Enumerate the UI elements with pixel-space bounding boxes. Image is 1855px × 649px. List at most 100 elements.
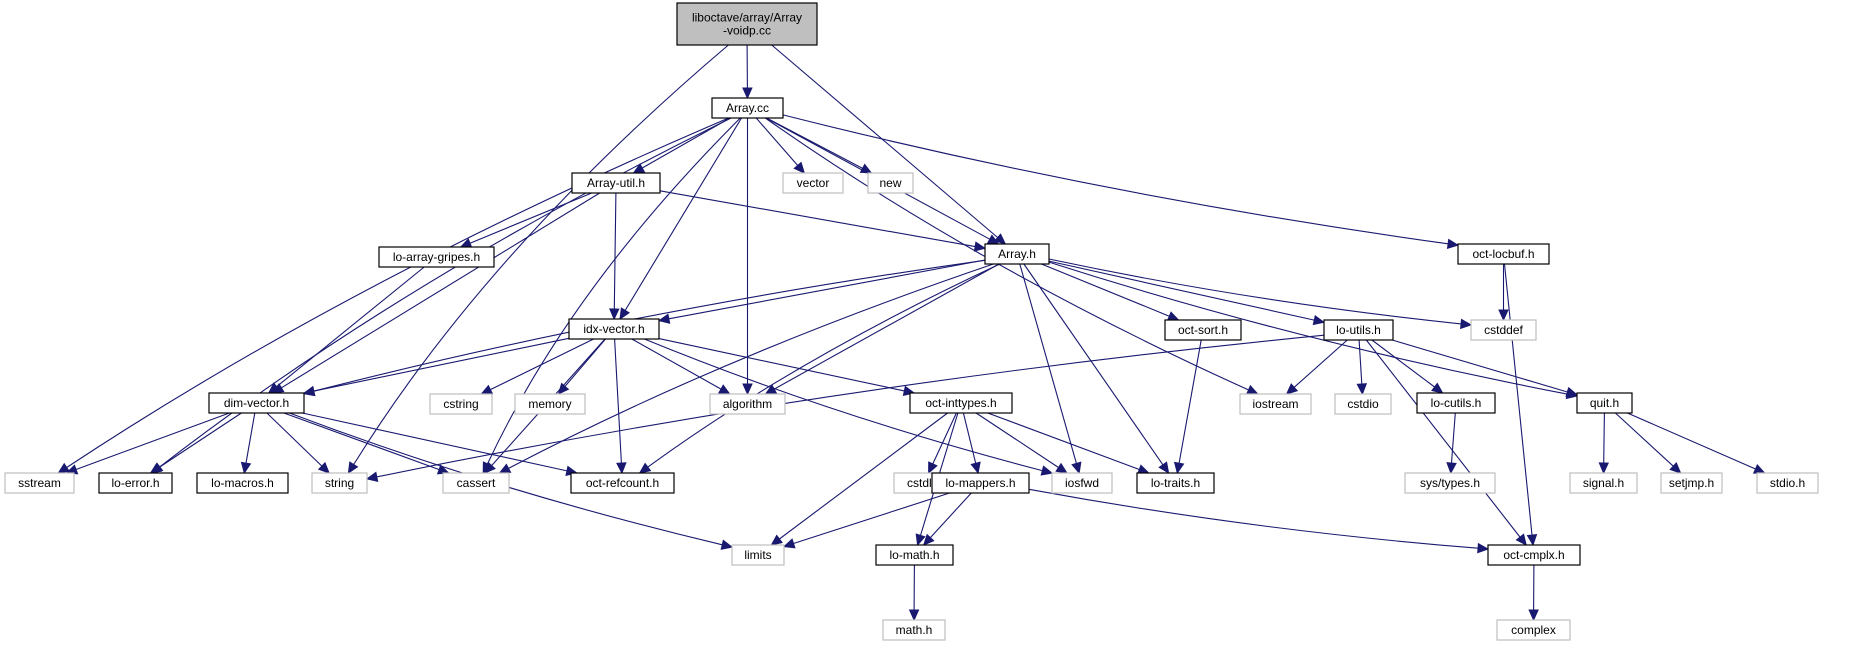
- node-label: math.h: [896, 623, 933, 637]
- arrowhead-oct_refcount_h: [616, 462, 627, 475]
- node-label: sys/types.h: [1420, 476, 1480, 490]
- edge-array_h-to-dim_vector_h: [313, 259, 986, 392]
- arrowhead-oct_cmplx_h: [1477, 542, 1490, 554]
- node-label: vector: [797, 176, 830, 190]
- node-cstdio: cstdio: [1334, 393, 1392, 415]
- node-box: [875, 544, 954, 566]
- arrowhead-array_cc: [742, 87, 753, 100]
- node-box: [1051, 472, 1113, 494]
- edge-array_cc-to-sstream: [66, 117, 729, 468]
- arrowhead-array_h: [993, 233, 1007, 245]
- node-oct-cmplx-h[interactable]: oct-cmplx.h: [1487, 544, 1581, 566]
- node-label: limits: [744, 548, 771, 562]
- edge-idx_vector_h-to-oct_refcount_h: [614, 338, 622, 464]
- node-lo-mappers-h[interactable]: lo-mappers.h: [931, 472, 1030, 494]
- arrowhead-dim_vector_h: [302, 385, 316, 397]
- edge-idx_vector_h-to-iosfwd: [644, 338, 1043, 472]
- edge-array_h-to-algorithm: [773, 263, 1000, 390]
- node-dim-vector-h[interactable]: dim-vector.h: [208, 392, 305, 414]
- node-cassert: cassert: [442, 472, 510, 494]
- edge-array_cc-to-idx_vector_h: [624, 117, 742, 311]
- edge-idx_vector_h-to-memory: [564, 338, 606, 387]
- node-oct-locbuf-h[interactable]: oct-locbuf.h: [1457, 243, 1550, 265]
- edge-lo_mappers_h-to-lo_math_h: [929, 492, 972, 538]
- arrowhead-iosfwd: [1071, 461, 1082, 475]
- node-new: new: [867, 172, 914, 194]
- node-lo-array-gripes-h[interactable]: lo-array-gripes.h: [378, 246, 495, 268]
- node-box: [442, 472, 510, 494]
- arrowhead-string: [317, 461, 330, 474]
- node-label: iostream: [1252, 397, 1298, 411]
- edge-lo_array_gripes_h-to-dim_vector_h: [276, 266, 425, 388]
- arrowhead-limits: [720, 539, 734, 550]
- edge-lo_utils_h-to-cstdio: [1358, 339, 1363, 385]
- node-box: [909, 392, 1013, 414]
- edge-array_h-to-lo_utils_h: [1048, 260, 1315, 321]
- edge-idx_vector_h-to-dim_vector_h: [313, 337, 570, 392]
- node-lo-utils-h[interactable]: lo-utils.h: [1323, 319, 1394, 341]
- node-box: [1660, 472, 1723, 494]
- node-lo-cutils-h[interactable]: lo-cutils.h: [1416, 392, 1496, 414]
- node-quit-h[interactable]: quit.h: [1576, 392, 1633, 414]
- edge-array_h-to-oct_sort_h: [1041, 263, 1170, 317]
- node-vector: vector: [782, 172, 844, 194]
- node-label: lo-array-gripes.h: [393, 250, 480, 264]
- node-box: [1164, 319, 1242, 341]
- edge-array_cc-to-lo_error_h: [159, 117, 732, 468]
- node-box: [1136, 472, 1215, 494]
- edge-array_h-to-cstddef: [1048, 258, 1462, 325]
- node-label: complex: [1511, 623, 1556, 637]
- node-array-h[interactable]: Array.h: [984, 243, 1050, 265]
- arrowhead-setjmp_h: [1669, 461, 1682, 474]
- edge-lo_utils_h-to-oct_cmplx_h: [1365, 339, 1521, 538]
- node-label: cassert: [457, 476, 496, 490]
- node-memory: memory: [514, 393, 586, 415]
- node-label: Array.cc: [726, 101, 769, 115]
- node-array-util-h[interactable]: Array-util.h: [571, 172, 661, 194]
- node-box: [311, 472, 368, 494]
- node-lo-traits-h[interactable]: lo-traits.h: [1136, 472, 1215, 494]
- arrowhead-array_util_h: [632, 163, 646, 174]
- node-array-cc[interactable]: Array.cc: [711, 97, 784, 119]
- arrowhead-stdio_h: [1752, 463, 1766, 474]
- node-lo-math-h[interactable]: lo-math.h: [875, 544, 954, 566]
- node-label: Array.h: [998, 247, 1036, 261]
- arrowhead-sys_types_h: [1446, 462, 1457, 475]
- edge-oct_inttypes_h-to-cstdlib: [932, 412, 957, 465]
- node-label: lo-traits.h: [1151, 476, 1200, 490]
- node-label: lo-cutils.h: [1431, 396, 1482, 410]
- node-oct-refcount-h[interactable]: oct-refcount.h: [570, 472, 675, 494]
- node-cstring: cstring: [429, 393, 493, 415]
- node-root[interactable]: liboctave/array/Array-voidp.cc: [676, 2, 818, 46]
- arrowhead-algorithm: [742, 383, 753, 396]
- node-label: lo-macros.h: [211, 476, 274, 490]
- node-label: stdio.h: [1770, 476, 1805, 490]
- node-algorithm: algorithm: [709, 393, 786, 415]
- edge-dim_vector_h-to-lo_macros_h: [245, 412, 256, 464]
- edge-array_cc-to-oct_locbuf_h: [782, 114, 1449, 245]
- node-box: [867, 172, 914, 194]
- node-box: [1496, 619, 1571, 641]
- node-label: lo-math.h: [889, 548, 939, 562]
- arrowhead-oct_refcount_h: [638, 462, 652, 474]
- node-idx-vector-h[interactable]: idx-vector.h: [568, 318, 660, 340]
- edge-dim_vector_h-to-cassert: [283, 412, 440, 471]
- arrowhead-signal_h: [1598, 462, 1609, 475]
- edge-idx_vector_h-to-oct_inttypes_h: [658, 338, 905, 392]
- node-box: [782, 172, 844, 194]
- node-box: [196, 472, 289, 494]
- node-box: [98, 472, 173, 494]
- arrowhead-lo_math_h: [922, 533, 935, 546]
- node-oct-sort-h[interactable]: oct-sort.h: [1164, 319, 1242, 341]
- arrowhead-iostream: [1285, 383, 1299, 395]
- edge-array_cc-to-vector: [755, 117, 799, 166]
- arrowhead-complex: [1528, 609, 1539, 622]
- node-label: Array-util.h: [587, 176, 645, 190]
- node-lo-error-h[interactable]: lo-error.h: [98, 472, 173, 494]
- node-lo-macros-h[interactable]: lo-macros.h: [196, 472, 289, 494]
- node-box: [709, 393, 786, 415]
- edge-array_h-to-idx_vector_h: [668, 259, 986, 320]
- node-oct-inttypes-h[interactable]: oct-inttypes.h: [909, 392, 1013, 414]
- node-label: algorithm: [723, 397, 772, 411]
- node-setjmp-h: setjmp.h: [1660, 472, 1723, 494]
